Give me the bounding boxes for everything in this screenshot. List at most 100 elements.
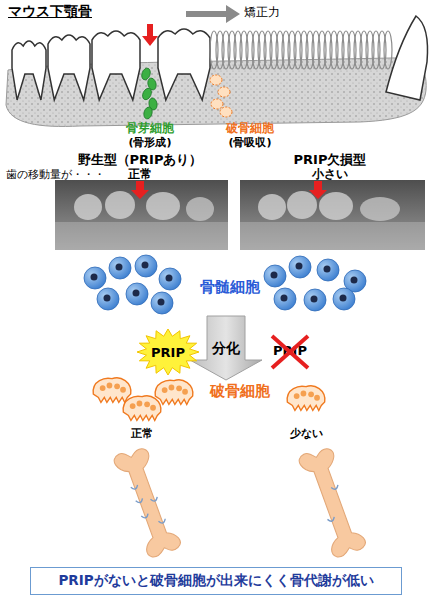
- cell-body: [126, 283, 148, 305]
- cell-nucleus: [351, 277, 358, 284]
- xray-image: [240, 180, 425, 250]
- bone-marrow-cell: [84, 267, 106, 289]
- bone-marrow-cell: [97, 288, 119, 310]
- group-heading: 野生型（PRIPあり）: [78, 152, 203, 168]
- bone-marrow-cell: [151, 292, 173, 314]
- xray-tooth: [105, 191, 135, 219]
- differentiation-arrow: [190, 316, 262, 380]
- osteoclast-nucleus: [100, 385, 106, 391]
- osteoclast-body: [93, 378, 131, 403]
- node-text: PRIPがないと破骨細胞が出来にくく骨代謝が低い: [58, 572, 373, 590]
- bone-marrow-cell: [264, 265, 286, 287]
- molar-tooth: [12, 41, 46, 100]
- xray-tooth: [287, 191, 317, 219]
- resorption-pit: [327, 517, 335, 522]
- cell-body: [317, 259, 339, 281]
- cell-nucleus: [158, 299, 165, 306]
- resorption-pit: [136, 498, 144, 503]
- osteoclast-nucleus: [169, 385, 175, 391]
- osteoclast-nucleus: [182, 389, 188, 395]
- bone-marrow-cell: [317, 259, 339, 281]
- function-label: (骨吸収): [228, 136, 271, 149]
- figure-title: マウス下顎骨: [8, 3, 92, 21]
- function-label: (骨形成): [128, 136, 171, 149]
- protein-label: PRIP: [273, 343, 307, 359]
- cell-body: [135, 255, 157, 277]
- osteoclast-nucleus: [314, 395, 320, 401]
- cell-label: 骨芽細胞: [126, 121, 174, 135]
- osteoclast-nucleus: [120, 387, 126, 393]
- osteoclast-nucleus: [137, 401, 143, 407]
- pointer-arrow: [131, 181, 149, 199]
- bone-marrow-cell: [159, 268, 181, 290]
- bone-marrow-cell: [304, 289, 326, 311]
- cell-nucleus: [271, 272, 278, 279]
- osteoclast: [155, 380, 193, 405]
- resorption-pit: [158, 519, 166, 524]
- osteoclast-cells: [210, 75, 232, 117]
- protein-starburst: PRIP: [136, 328, 200, 376]
- osteoclast-cell: [210, 75, 222, 85]
- xray-bone: [240, 222, 425, 250]
- osteoclast-cell: [220, 107, 232, 117]
- process-label: 分化: [212, 340, 240, 357]
- xray-tooth: [186, 197, 214, 221]
- xray-tooth: [319, 192, 353, 220]
- osteoclast-nucleus: [114, 383, 120, 389]
- cell-body: [274, 288, 296, 310]
- cell-body: [304, 289, 326, 311]
- force-arrow: [186, 5, 240, 23]
- long-bone: [297, 445, 367, 560]
- bone-marrow-cell: [274, 288, 296, 310]
- osteoclast-body: [287, 386, 325, 411]
- osteoclast-cell: [211, 99, 223, 109]
- cross-mark: [272, 336, 308, 368]
- resorption-pit: [331, 485, 339, 490]
- osteoclast-nucleus: [144, 401, 150, 407]
- cell-nucleus: [340, 295, 347, 302]
- osteoclasts: [93, 378, 325, 421]
- resorption-pit: [141, 514, 149, 519]
- cell-nucleus: [324, 266, 331, 273]
- xray-tooth: [146, 192, 180, 220]
- osteoclast-body: [155, 380, 193, 405]
- coil-spring: [384, 31, 392, 69]
- group-heading: PRIP欠損型: [294, 152, 367, 168]
- osteoclast-nucleus: [130, 403, 136, 409]
- osteoclast-body: [123, 396, 161, 421]
- osteoclast: [93, 378, 131, 403]
- node-text: PRIP: [151, 345, 185, 360]
- xray-tooth: [74, 194, 102, 220]
- bone-shape: [297, 445, 367, 560]
- result-label: 正常: [128, 167, 152, 181]
- xray-tooth: [360, 197, 400, 221]
- bone-marrow-cell: [126, 283, 148, 305]
- osteoclast-nucleus: [162, 387, 168, 393]
- pointer-arrow: [309, 181, 327, 199]
- xray-bone: [55, 222, 228, 250]
- bone-marrow-cell: [333, 288, 355, 310]
- xray-image: [240, 180, 425, 250]
- xray-image: [55, 180, 228, 250]
- cell-label: 破骨細胞: [210, 382, 270, 400]
- force-label: 矯正力: [244, 5, 280, 19]
- bone-marrow-cell: [289, 256, 311, 278]
- cell-body: [289, 256, 311, 278]
- osteoclast: [287, 386, 325, 411]
- osteoclast-nucleus: [107, 383, 113, 389]
- molar-tooth: [48, 35, 90, 100]
- resorption-pit: [150, 497, 158, 502]
- osteoclast-nucleus: [176, 385, 182, 391]
- result-label: 正常: [131, 427, 153, 440]
- cell-nucleus: [281, 295, 288, 302]
- bone-shape: [112, 445, 182, 560]
- bone-marrow-cell: [135, 255, 157, 277]
- osteoclast-cell: [218, 87, 230, 97]
- osteoblast-cells: [140, 67, 158, 120]
- cell-body: [97, 288, 119, 310]
- starburst-shape: [137, 329, 199, 375]
- cell-label: 骨髄細胞: [200, 278, 260, 296]
- cell-nucleus: [296, 263, 303, 270]
